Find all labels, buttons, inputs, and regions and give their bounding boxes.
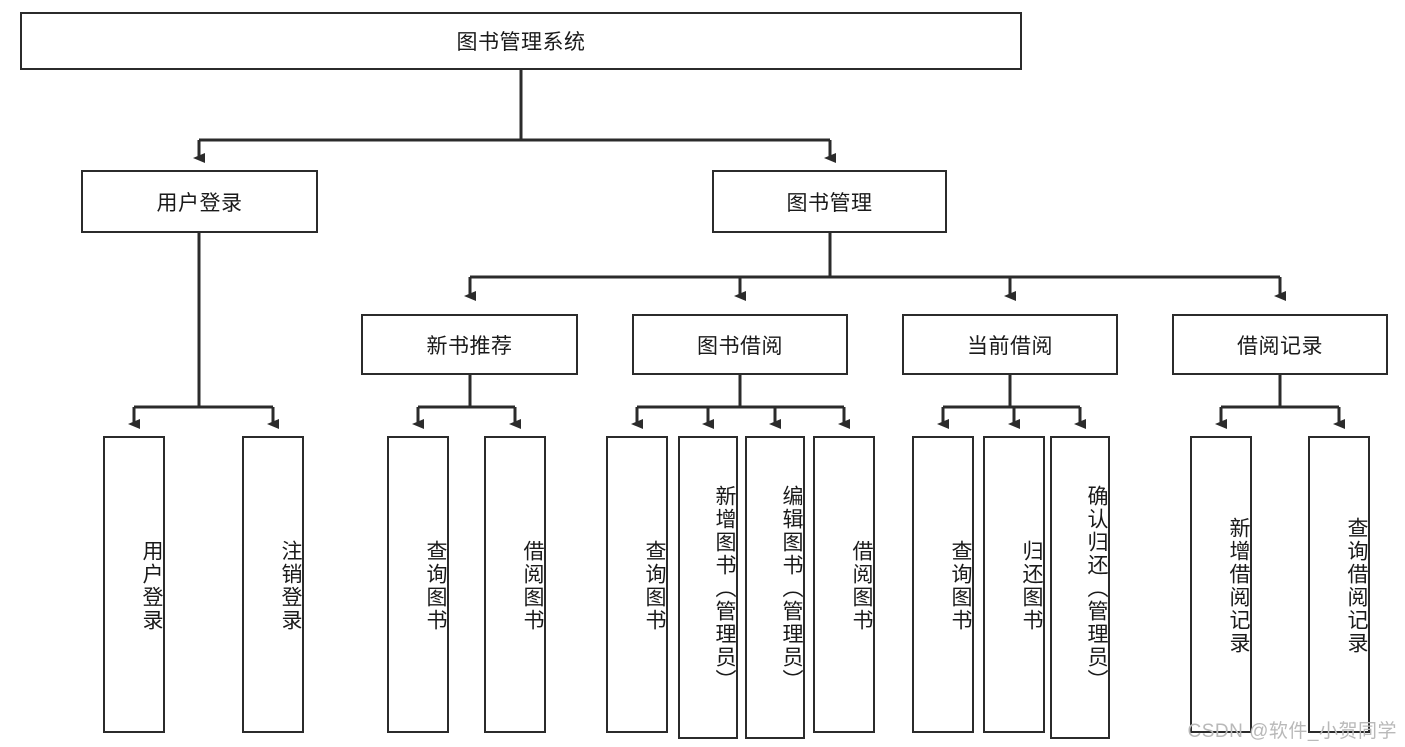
node-user-login[interactable]: 用户登录 (81, 170, 318, 233)
leaf-edit-book-label: 编辑图书（管理员） (780, 485, 803, 692)
leaf-query-book-1[interactable]: 查询图书 (387, 436, 449, 733)
leaf-logout[interactable]: 注销登录 (242, 436, 304, 733)
node-book-borrow[interactable]: 图书借阅 (632, 314, 848, 375)
leaf-logout-label: 注销登录 (279, 539, 302, 632)
leaf-query-record-label: 查询借阅记录 (1345, 516, 1368, 655)
node-borrow-record-label: 借阅记录 (1237, 334, 1323, 358)
node-book-borrow-label: 图书借阅 (697, 334, 783, 358)
leaf-user-login[interactable]: 用户登录 (103, 436, 165, 733)
node-root[interactable]: 图书管理系统 (20, 12, 1022, 70)
node-new-book-recommend-label: 新书推荐 (426, 334, 513, 358)
leaf-query-book-1-label: 查询图书 (424, 539, 447, 632)
leaf-edit-book[interactable]: 编辑图书（管理员） (745, 436, 805, 739)
leaf-borrow-book-1-label: 借阅图书 (521, 539, 544, 632)
leaf-return-book[interactable]: 归还图书 (983, 436, 1045, 733)
node-current-borrow-label: 当前借阅 (967, 334, 1053, 358)
leaf-borrow-book-2[interactable]: 借阅图书 (813, 436, 875, 733)
leaf-borrow-book-2-label: 借阅图书 (850, 539, 873, 632)
leaf-add-record-label: 新增借阅记录 (1227, 516, 1250, 655)
leaf-query-book-3[interactable]: 查询图书 (912, 436, 974, 733)
leaf-query-book-2-label: 查询图书 (643, 539, 666, 632)
leaf-query-record[interactable]: 查询借阅记录 (1308, 436, 1370, 733)
leaf-add-record[interactable]: 新增借阅记录 (1190, 436, 1252, 733)
leaf-query-book-2[interactable]: 查询图书 (606, 436, 668, 733)
watermark: CSDN @软件_小贺同学 (1187, 721, 1397, 742)
node-new-book-recommend[interactable]: 新书推荐 (361, 314, 578, 375)
leaf-confirm-return-label: 确认归还（管理员） (1085, 485, 1108, 692)
node-book-manage-label: 图书管理 (786, 191, 873, 215)
leaf-user-login-label: 用户登录 (140, 539, 163, 632)
leaf-confirm-return[interactable]: 确认归还（管理员） (1050, 436, 1110, 739)
leaf-query-book-3-label: 查询图书 (949, 539, 972, 632)
node-root-label: 图书管理系统 (456, 31, 586, 54)
node-user-login-label: 用户登录 (156, 191, 243, 215)
node-book-manage[interactable]: 图书管理 (712, 170, 947, 233)
leaf-add-book-label: 新增图书（管理员） (713, 485, 736, 692)
leaf-add-book[interactable]: 新增图书（管理员） (678, 436, 738, 739)
leaf-return-book-label: 归还图书 (1020, 539, 1043, 632)
node-borrow-record[interactable]: 借阅记录 (1172, 314, 1388, 375)
leaf-borrow-book-1[interactable]: 借阅图书 (484, 436, 546, 733)
node-current-borrow[interactable]: 当前借阅 (902, 314, 1118, 375)
